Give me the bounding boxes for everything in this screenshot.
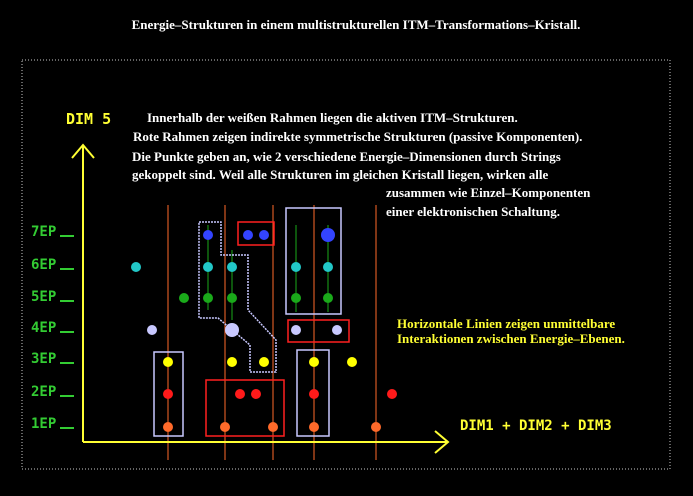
red-frame-top — [237, 221, 275, 246]
point-5ep — [203, 293, 213, 303]
point-2ep — [163, 389, 173, 399]
white-frame-right-top — [285, 207, 342, 315]
point-5ep — [227, 293, 237, 303]
string-lines — [167, 205, 377, 460]
point-1ep — [163, 422, 173, 432]
diagram-title: Energie–Strukturen in einem multistruktu… — [132, 17, 581, 32]
point-7ep — [321, 228, 335, 242]
point-3ep — [347, 357, 357, 367]
y-axis-arrow — [71, 143, 95, 159]
point-3ep — [259, 357, 269, 367]
point-6ep — [323, 262, 333, 272]
level-label-7ep: 7EP — [31, 224, 56, 240]
point-5ep — [179, 293, 189, 303]
y-axis-label: DIM 5 — [66, 110, 111, 128]
point-2ep — [387, 389, 397, 399]
x-axis-arrow — [434, 430, 450, 454]
main-note-line: Rote Rahmen zeigen indirekte symmetrisch… — [133, 129, 582, 144]
point-2ep — [309, 389, 319, 399]
point-4ep — [291, 325, 301, 335]
level-labels: 7EP 6EP 5EP 4EP 3EP 2EP 1EP — [31, 224, 74, 432]
point-6ep — [227, 262, 237, 272]
green-coupling-lines — [207, 225, 329, 320]
main-note-line: einer elektronischen Schaltung. — [386, 204, 560, 219]
axes — [71, 143, 450, 454]
point-5ep — [291, 293, 301, 303]
red-frame-middle — [287, 319, 350, 343]
point-1ep — [268, 422, 278, 432]
yellow-note: Horizontale Linien zeigen unmittelbare I… — [397, 316, 625, 346]
level-label-1ep: 1EP — [31, 416, 56, 432]
point-4ep — [225, 323, 239, 337]
point-4ep — [332, 325, 342, 335]
point-7ep — [259, 230, 269, 240]
active-frames — [153, 207, 342, 437]
level-label-2ep: 2EP — [31, 384, 56, 400]
red-frame-bottom — [205, 379, 285, 437]
white-frame-left — [153, 351, 184, 437]
point-2ep — [251, 389, 261, 399]
main-note-line: zusammen wie Einzel–Komponenten — [386, 185, 591, 200]
main-note-line: Die Punkte geben an, wie 2 verschiedene … — [132, 149, 561, 164]
white-frame-center — [198, 221, 277, 373]
point-3ep — [227, 357, 237, 367]
level-label-3ep: 3EP — [31, 351, 56, 367]
point-6ep — [131, 262, 141, 272]
yellow-note-line: Horizontale Linien zeigen unmittelbare — [397, 316, 615, 331]
point-6ep — [291, 262, 301, 272]
point-5ep — [323, 293, 333, 303]
white-frame-right-bottom — [296, 349, 330, 437]
point-1ep — [220, 422, 230, 432]
point-4ep — [147, 325, 157, 335]
passive-frames — [205, 221, 350, 437]
point-3ep — [309, 357, 319, 367]
level-label-4ep: 4EP — [31, 320, 56, 336]
level-label-5ep: 5EP — [31, 289, 56, 305]
point-7ep — [243, 230, 253, 240]
point-1ep — [371, 422, 381, 432]
yellow-note-line: Interaktionen zwischen Energie–Ebenen. — [397, 331, 625, 346]
point-3ep — [163, 357, 173, 367]
point-1ep — [309, 422, 319, 432]
point-7ep — [203, 230, 213, 240]
main-note-line: gekoppelt sind. Weil alle Strukturen im … — [132, 167, 548, 182]
outer-border — [21, 59, 671, 470]
main-note-line: Innerhalb der weißen Rahmen liegen die a… — [147, 110, 518, 125]
level-label-6ep: 6EP — [31, 257, 56, 273]
x-axis-label: DIM1 + DIM2 + DIM3 — [460, 418, 612, 434]
point-2ep — [235, 389, 245, 399]
point-6ep — [203, 262, 213, 272]
energy-points — [131, 228, 397, 432]
main-note: Innerhalb der weißen Rahmen liegen die a… — [132, 110, 591, 219]
